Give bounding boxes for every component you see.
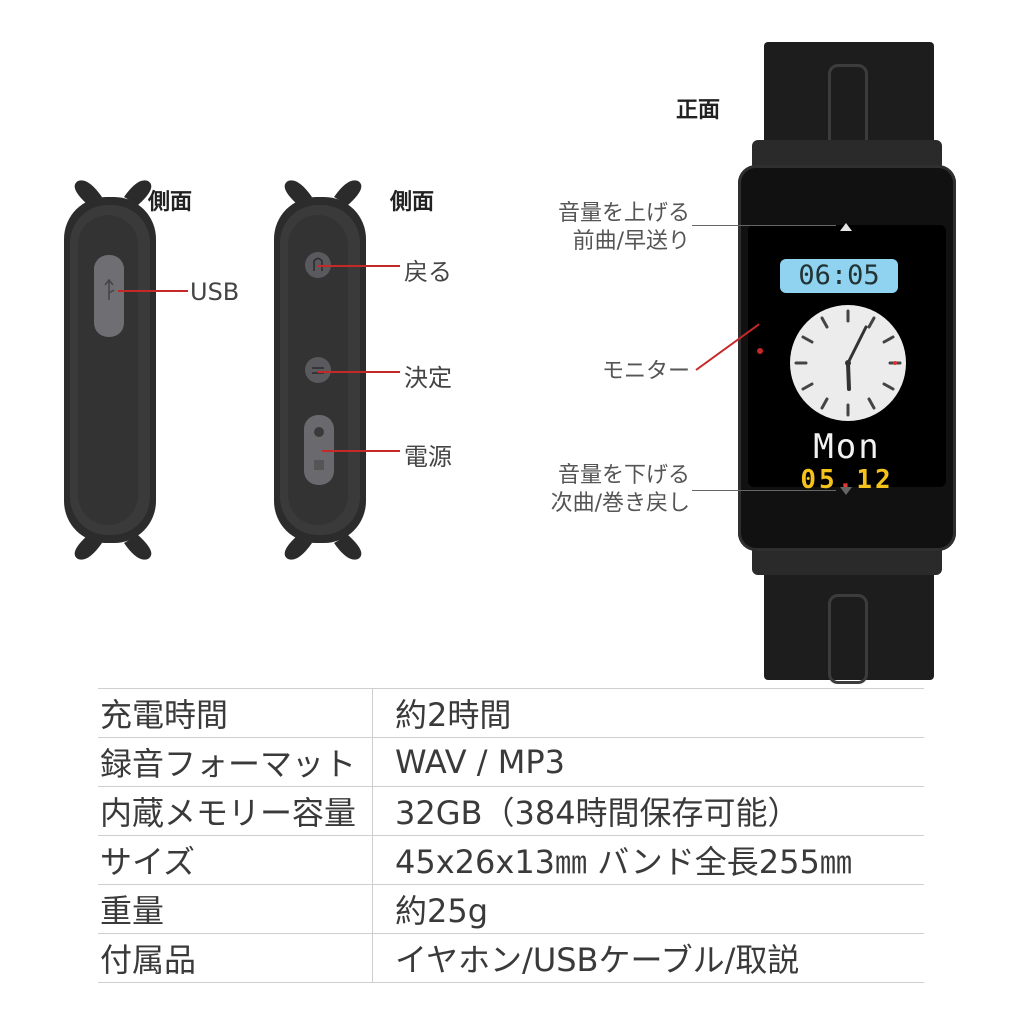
front-view-title: 正面 [676, 98, 721, 123]
back-pointer [318, 265, 400, 267]
volume-down-arrow-icon[interactable] [840, 487, 852, 495]
spec-table: 充電時間 約2時間 録音フォーマット WAV / MP3 内蔵メモリー容量 32… [98, 688, 924, 983]
vol-down-label-line1: 音量を下げる [557, 463, 690, 488]
vol-down-label: 音量を下げる 次曲/巻き戻し [508, 462, 690, 518]
side-view-title-2: 側面 [390, 190, 435, 215]
monitor-label: モニター [601, 359, 690, 384]
watch-screen: 06:05 Mon 05.12 [748, 225, 946, 495]
usb-label: USB [190, 278, 240, 306]
spec-key: サイズ [98, 835, 373, 885]
device-side-view-buttons [274, 180, 366, 560]
vol-up-label-line1: 音量を上げる [557, 201, 690, 226]
vol-up-pointer [692, 225, 836, 226]
spec-value: 45x26x13㎜ バンド全長255㎜ [372, 835, 924, 885]
enter-label: 決定 [404, 364, 452, 392]
analog-clock-icon [790, 305, 906, 421]
vol-down-pointer [692, 490, 836, 491]
spec-value: イヤホン/USBケーブル/取説 [372, 933, 924, 983]
spec-row-charge-time: 充電時間 約2時間 [98, 688, 924, 738]
usb-icon [104, 278, 115, 300]
vol-down-label-line2: 次曲/巻き戻し [550, 491, 690, 516]
spec-row-weight: 重量 約25g [98, 884, 924, 934]
side-view-title-1: 側面 [148, 190, 193, 215]
vol-up-label: 音量を上げる 前曲/早送り [508, 200, 690, 256]
spec-key: 録音フォーマット [98, 737, 373, 787]
back-label: 戻る [404, 258, 452, 286]
usb-pointer [118, 290, 188, 292]
watch-case: 06:05 Mon 05.12 [738, 165, 956, 551]
device-side-view-usb [64, 180, 156, 560]
vol-up-label-line2: 前曲/早送り [572, 229, 690, 254]
enter-pointer [318, 371, 400, 373]
spec-row-accessories: 付属品 イヤホン/USBケーブル/取説 [98, 933, 924, 983]
volume-up-arrow-icon[interactable] [840, 223, 852, 231]
power-switch [304, 415, 334, 485]
screen-time: 06:05 [780, 259, 898, 293]
spec-key: 充電時間 [98, 688, 373, 738]
spec-row-format: 録音フォーマット WAV / MP3 [98, 737, 924, 787]
screen-weekday: Mon [813, 427, 881, 467]
spec-value: 約25g [372, 884, 924, 934]
power-label: 電源 [404, 443, 452, 471]
spec-value: 32GB（384時間保存可能） [372, 786, 924, 836]
spec-value: WAV / MP3 [372, 737, 924, 787]
spec-key: 内蔵メモリー容量 [98, 786, 373, 836]
enter-button [305, 357, 331, 383]
power-pointer [322, 450, 400, 452]
spec-row-size: サイズ 45x26x13㎜ バンド全長255㎜ [98, 835, 924, 885]
spec-key: 付属品 [98, 933, 373, 983]
spec-value: 約2時間 [372, 688, 924, 738]
spec-row-memory: 内蔵メモリー容量 32GB（384時間保存可能） [98, 786, 924, 836]
spec-key: 重量 [98, 884, 373, 934]
